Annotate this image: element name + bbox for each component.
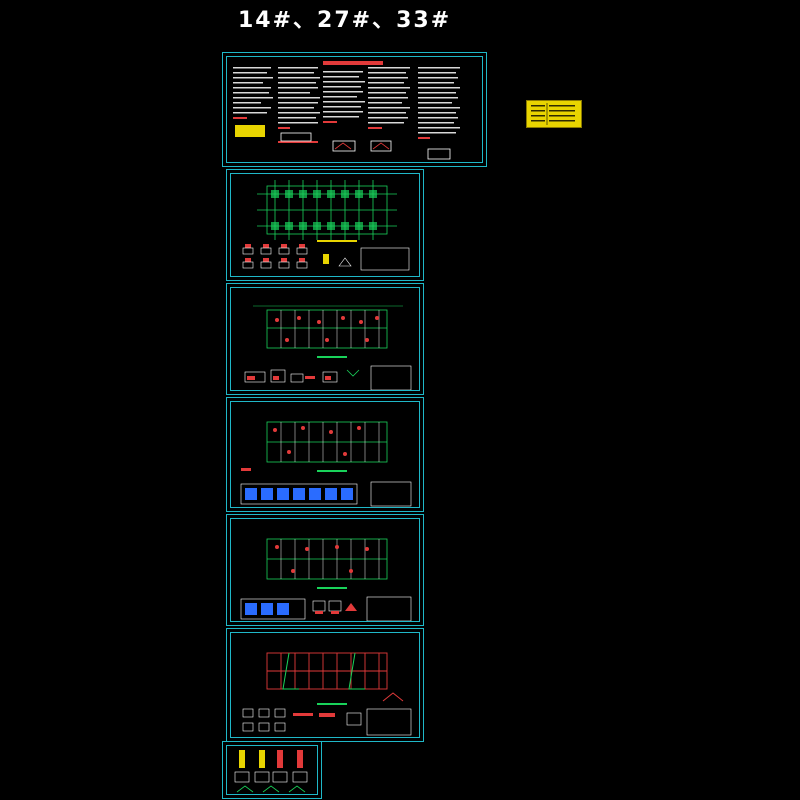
foundation-plan-graphic — [242, 180, 410, 271]
sheet-floor-plan-1[interactable] — [226, 283, 424, 395]
general-notes-graphic — [233, 61, 460, 160]
sheet-floor-plan-3[interactable] — [226, 514, 424, 626]
roof-plan-graphic — [242, 652, 412, 736]
drawing-set-title: 14#、27#、33# — [238, 8, 452, 33]
sheet-roof-plan[interactable] — [226, 628, 424, 742]
sheet-floor-plan-2[interactable] — [226, 397, 424, 512]
floor-plan-2-graphic — [240, 421, 412, 507]
floor-plan-3-graphic — [240, 538, 412, 622]
legend-table-graphic — [531, 103, 575, 125]
legend-table[interactable] — [526, 100, 582, 128]
column-details-graphic — [234, 750, 308, 793]
floor-plan-1-graphic — [244, 305, 412, 391]
sheet-general-notes[interactable] — [222, 52, 487, 167]
sheet-foundation-plan[interactable] — [226, 169, 424, 281]
sheet-column-details[interactable] — [222, 741, 322, 799]
